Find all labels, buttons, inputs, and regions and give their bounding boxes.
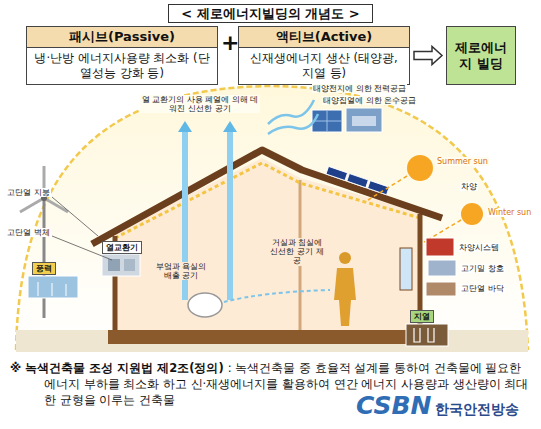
hollow-arrow xyxy=(414,47,442,65)
box-text: 신재생에너지 생산 (태양광, 지열 등) xyxy=(239,48,409,84)
photo-tag: 지열 xyxy=(410,310,434,323)
box-text: 냉·난방 에너지사용량 최소화 (단열성능 강화 등) xyxy=(27,48,217,84)
air-note: 부엌과 욕실의 배출 공기 xyxy=(150,262,212,280)
part-label: 고단열 지붕 xyxy=(6,188,51,197)
photo-tag: 풍력 xyxy=(32,262,56,275)
photo-tag: 열교환기 xyxy=(102,241,142,254)
watermark-logo: CSBN xyxy=(356,392,431,420)
box-text: 풍력 xyxy=(36,263,52,274)
box-heading: 액티브(Active) xyxy=(239,27,409,48)
watermark-text: 한국안전방송 xyxy=(435,400,519,418)
sun-label: Summer sun xyxy=(436,157,489,166)
title-row: < 제로에너지빌딩의 개념도 > xyxy=(0,3,541,23)
law-reference: ※ 녹색건축물 조성 지원법 제2조(정의) xyxy=(10,361,224,375)
diagram-title: < 제로에너지빌딩의 개념도 > xyxy=(168,4,372,23)
box-text: 지열 xyxy=(414,311,430,322)
air-note: 열 교환기의 사용 폐열에 의해 데워진 신선한 공기 xyxy=(140,95,260,113)
footnote: ※ 녹색건축물 조성 지원법 제2조(정의): 녹색건축물 중 효율적 설계를 … xyxy=(10,360,532,408)
plus-sign: + xyxy=(221,30,239,55)
part-label: 차양시스템 xyxy=(458,243,500,252)
box-text: 열교환기 xyxy=(106,242,138,253)
concept-box: 패시브(Passive)냉·난방 에너지사용량 최소화 (단열성능 강화 등) xyxy=(26,26,218,85)
box-text: 제로에너지 빌딩 xyxy=(447,38,515,74)
solar-note: 태양전지에 의한 전력공급 xyxy=(312,84,407,93)
part-label: 고단열 벽체 xyxy=(6,228,51,237)
solar-note: 태양집열에 의한 온수공급 xyxy=(322,96,417,105)
part-label: 고단열 바닥 xyxy=(460,284,505,293)
part-label: 차양 xyxy=(460,182,478,191)
sun-label: Winter sun xyxy=(487,208,532,217)
air-note: 거실과 침실에 신선한 공기 제공 xyxy=(266,238,328,266)
concept-box: 액티브(Active)신재생에너지 생산 (태양광, 지열 등) xyxy=(238,26,410,85)
box-heading: 패시브(Passive) xyxy=(27,27,217,48)
result-box: 제로에너지 빌딩 xyxy=(446,26,516,85)
part-label: 고기밀 창호 xyxy=(460,264,505,273)
